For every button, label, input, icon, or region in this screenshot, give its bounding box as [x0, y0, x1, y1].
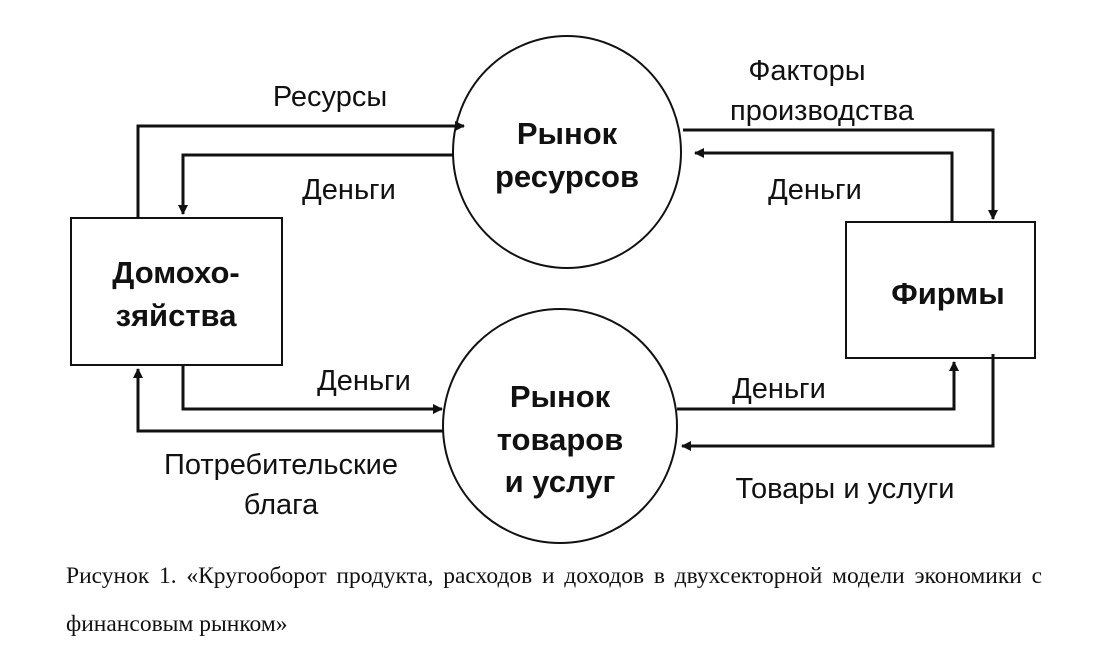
resources-label: Ресурсы — [273, 81, 387, 113]
resource-market-circle — [452, 35, 682, 269]
resource-market-label-line1: Рынок — [517, 116, 618, 151]
circular-flow-diagram: Домохо- зяйства Рынок ресурсов Фирмы Рын… — [70, 35, 1036, 544]
households-label-line2: зяйства — [116, 298, 238, 333]
money-to-households-label: Деньги — [302, 174, 396, 206]
firms-label: Фирмы — [891, 276, 1004, 311]
goods-services-label: Товары и услуги — [736, 473, 955, 505]
households-label-line1: Домохо- — [112, 255, 239, 290]
money-from-firms-arrow — [694, 148, 954, 222]
money-from-firms-label: Деньги — [768, 174, 862, 206]
factors-label-line2: производства — [730, 95, 915, 127]
consumer-goods-label-line1: Потребительские — [164, 449, 398, 481]
money-to-firms-label: Деньги — [732, 373, 826, 405]
money-to-firms-arrow — [677, 361, 959, 411]
figure-caption: Рисунок 1. «Кругооборот продукта, расход… — [66, 563, 1042, 637]
money-from-households-arrow — [181, 365, 443, 414]
firms-box — [845, 221, 1036, 359]
goods-market-label-line2: товаров — [497, 422, 624, 457]
money-to-households-arrow — [178, 153, 453, 215]
goods-market-circle — [442, 308, 678, 544]
resources-arrow — [136, 121, 465, 218]
goods-market-label-line1: Рынок — [510, 379, 611, 414]
households-box — [70, 217, 283, 366]
money-from-households-label: Деньги — [317, 365, 411, 397]
goods-services-arrow — [681, 354, 995, 451]
goods-market-label-line3: и услуг — [505, 464, 616, 499]
consumer-goods-label-line2: блага — [244, 489, 319, 521]
factors-of-production-arrow — [683, 128, 998, 220]
resource-market-label-line2: ресурсов — [495, 159, 639, 194]
consumer-goods-arrow — [133, 368, 444, 433]
factors-label-line1: Факторы — [748, 55, 865, 87]
